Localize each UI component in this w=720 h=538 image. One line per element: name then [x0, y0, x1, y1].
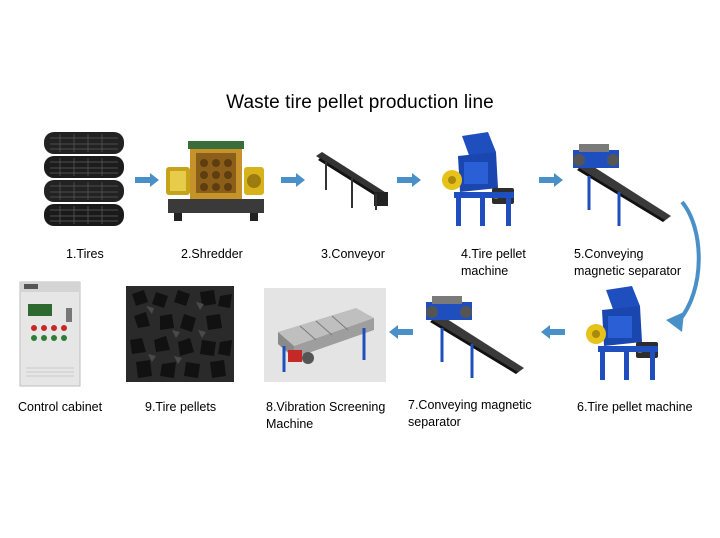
step-label-9: 9.Tire pellets: [145, 399, 216, 416]
diagram-title: Waste tire pellet production line: [0, 92, 720, 114]
pellet-machine-icon: [584, 286, 662, 382]
step-label-7: 7.Conveying magnetic separator: [408, 397, 532, 431]
pellet-machine-icon: [440, 132, 518, 228]
step-label-4: 4.Tire pellet machine: [461, 246, 526, 280]
conveyor-icon: [312, 150, 392, 212]
shredder-icon: [160, 137, 272, 223]
step-label-1: 1.Tires: [66, 246, 104, 263]
tire-pellets-icon: [126, 286, 234, 382]
arrow-right-icon: [280, 173, 306, 187]
step-label-control-cabinet: Control cabinet: [18, 399, 102, 416]
magnetic-separator-icon: [418, 290, 528, 380]
step-label-3: 3.Conveyor: [321, 246, 385, 263]
arrow-right-icon: [538, 173, 564, 187]
arrow-right-icon: [396, 173, 422, 187]
arrow-left-icon: [540, 325, 566, 339]
step-label-2: 2.Shredder: [181, 246, 243, 263]
tires-stack-icon: [40, 130, 128, 230]
curved-arrow-icon: [656, 198, 708, 338]
arrow-left-icon: [388, 325, 414, 339]
vibration-screen-icon: [264, 288, 386, 382]
control-cabinet-icon: [18, 280, 82, 388]
step-label-6: 6.Tire pellet machine: [577, 399, 693, 416]
arrow-right-icon: [134, 173, 160, 187]
step-label-8: 8.Vibration Screening Machine: [266, 399, 385, 433]
